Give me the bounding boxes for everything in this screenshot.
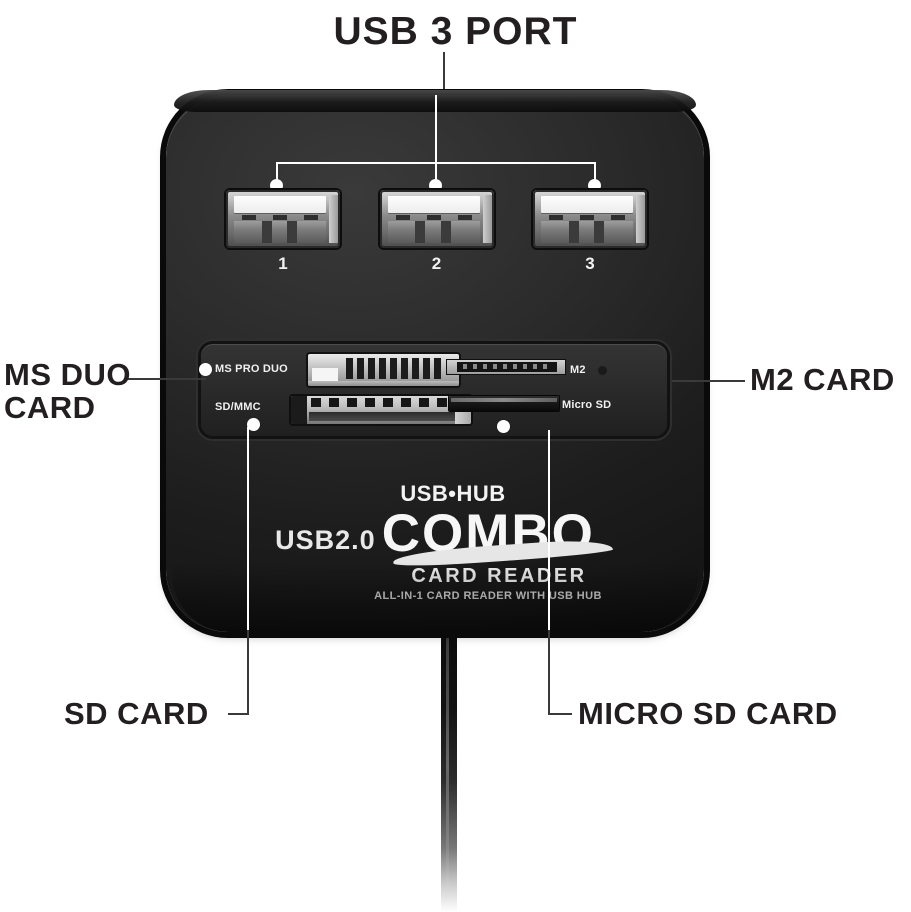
title-leader-line — [443, 52, 445, 95]
ms-slot-notch — [312, 368, 338, 382]
callout-dot-micro-sd — [497, 420, 510, 433]
usb-tongue — [541, 196, 633, 213]
usb-tongue — [387, 196, 480, 213]
usb-port-unit: 1 — [224, 190, 342, 274]
leader-line-sd-card-elbow — [228, 713, 249, 715]
slot-label-micro-sd: Micro SD — [562, 399, 612, 411]
callout-dot-usb-3 — [588, 179, 601, 192]
callout-ms-duo-card: MS DUO CARD — [4, 357, 131, 426]
usb-bracket-center-stem — [435, 95, 437, 185]
callout-dot-sd-mmc — [247, 418, 260, 431]
brand-usb20: USB2.0 — [275, 525, 376, 555]
usb-side-rail — [482, 195, 492, 243]
leader-line-micro-sd-lower — [548, 630, 550, 715]
card-reader-panel: MS PRO DUO SD/MMC M2 Micro SD — [199, 344, 667, 436]
leader-line-sd-card-upper — [247, 427, 249, 632]
sd-slot-left-cap — [291, 396, 307, 424]
usb-pins — [549, 215, 625, 220]
leader-line-micro-sd-elbow — [548, 713, 572, 715]
usb-bracket-right-stem — [594, 162, 596, 185]
usb-pins — [395, 215, 472, 220]
slot-label-ms-pro-duo: MS PRO DUO — [215, 363, 288, 375]
usb-side-rail — [329, 195, 338, 243]
leader-line-sd-card-lower — [247, 630, 249, 715]
usb-port-number: 3 — [585, 254, 595, 273]
usb-cavity — [234, 221, 326, 243]
slot-label-sd-mmc: SD/MMC — [215, 401, 261, 413]
sd-mmc-slot[interactable] — [291, 396, 471, 424]
usb-port-number: 2 — [431, 254, 442, 273]
leader-line-micro-sd-upper — [548, 430, 550, 632]
ms-slot-contacts — [346, 358, 441, 379]
slot-label-m2: M2 — [570, 364, 586, 376]
ms-slot-lip — [308, 381, 459, 386]
sd-slot-trough — [309, 412, 465, 421]
micro-sd-slot-lip — [451, 398, 557, 402]
usb-port-1[interactable] — [226, 190, 340, 248]
usb-pins — [242, 215, 318, 220]
leader-line-m2-card — [672, 380, 745, 382]
leader-line-ms-duo-card — [128, 378, 206, 380]
usb-port-3[interactable] — [533, 190, 647, 248]
ms-pro-duo-slot[interactable] — [308, 354, 459, 386]
usb-side-rail — [636, 195, 645, 243]
sd-slot-teeth — [311, 398, 447, 407]
usb-cable — [441, 620, 457, 912]
callout-dot-ms-pro-duo — [199, 363, 212, 376]
page-title: USB 3 PORT — [333, 10, 578, 53]
callout-dot-usb-1 — [270, 179, 283, 192]
usb-port-number: 1 — [278, 254, 288, 273]
callout-dot-m2 — [598, 366, 607, 375]
brand-usb-hub: USB•HUB — [400, 481, 506, 506]
m2-slot-inner — [457, 362, 557, 372]
callout-m2-card: M2 CARD — [750, 362, 895, 397]
micro-sd-slot[interactable] — [449, 396, 559, 411]
usb-port-2[interactable] — [379, 190, 494, 248]
callout-sd-card: SD CARD — [64, 696, 209, 731]
usb-cavity — [387, 221, 480, 243]
usb-cavity — [541, 221, 633, 243]
usb-port-row: 1 2 3 — [224, 190, 649, 274]
brand-tagline: ALL-IN-1 CARD READER WITH USB HUB — [374, 590, 602, 602]
usb-bracket-left-stem — [276, 162, 278, 185]
brand-card-reader: CARD READER — [411, 565, 587, 587]
usb-port-unit: 3 — [531, 190, 649, 274]
usb-tongue — [234, 196, 326, 213]
callout-micro-sd-card: MICRO SD CARD — [578, 696, 838, 731]
usb-port-unit: 2 — [378, 190, 496, 274]
callout-dot-usb-2 — [429, 179, 442, 192]
m2-slot[interactable] — [447, 360, 565, 374]
